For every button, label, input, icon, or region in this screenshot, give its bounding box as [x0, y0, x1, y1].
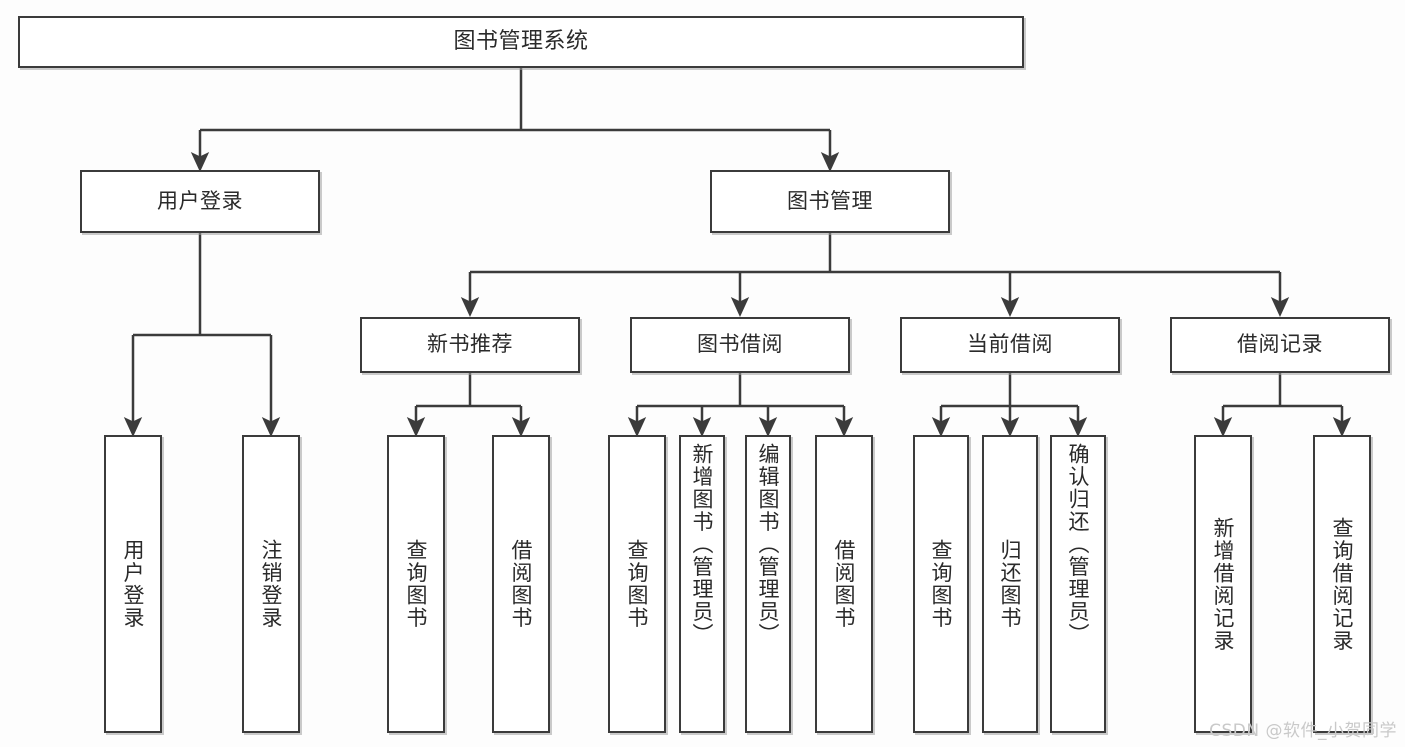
node-root[interactable]: 图书管理系统 — [18, 16, 1024, 68]
leaf-query-book-borrow-label: 查询图书 — [625, 539, 650, 629]
node-root-label: 图书管理系统 — [453, 28, 589, 54]
leaf-add-borrow-record[interactable]: 新增借阅记录 — [1194, 435, 1252, 733]
leaf-return-book-label: 归还图书 — [998, 539, 1023, 629]
leaf-borrow-book-newbook[interactable]: 借阅图书 — [492, 435, 550, 733]
node-book-manage[interactable]: 图书管理 — [710, 170, 950, 233]
node-new-book-recommend[interactable]: 新书推荐 — [360, 317, 580, 373]
leaf-add-borrow-record-label: 新增借阅记录 — [1211, 516, 1236, 652]
node-user-login[interactable]: 用户登录 — [80, 170, 320, 233]
leaf-query-book-current-label: 查询图书 — [929, 539, 954, 629]
node-user-login-label: 用户登录 — [157, 188, 243, 213]
leaf-edit-book-admin[interactable]: 编辑图书（管理员） — [745, 435, 791, 733]
leaf-edit-book-admin-label: 编辑图书（管理员） — [756, 443, 781, 646]
node-borrow-record-label: 借阅记录 — [1237, 332, 1323, 357]
leaf-confirm-return-admin-label: 确认归还（管理员） — [1066, 443, 1091, 646]
node-borrow-record[interactable]: 借阅记录 — [1170, 317, 1390, 373]
leaf-logout-label: 注销登录 — [259, 539, 284, 629]
leaf-user-login-label: 用户登录 — [121, 539, 146, 629]
leaf-user-login[interactable]: 用户登录 — [104, 435, 162, 733]
leaf-borrow-book[interactable]: 借阅图书 — [815, 435, 873, 733]
leaf-query-book-borrow[interactable]: 查询图书 — [608, 435, 666, 733]
leaf-confirm-return-admin[interactable]: 确认归还（管理员） — [1050, 435, 1106, 733]
leaf-query-book-current[interactable]: 查询图书 — [913, 435, 969, 733]
leaf-borrow-book-newbook-label: 借阅图书 — [509, 539, 534, 629]
node-book-borrow-label: 图书借阅 — [697, 332, 783, 357]
leaf-query-book-newbook-label: 查询图书 — [404, 539, 429, 629]
leaf-query-book-newbook[interactable]: 查询图书 — [387, 435, 445, 733]
leaf-add-book-admin[interactable]: 新增图书（管理员） — [679, 435, 725, 733]
leaf-logout[interactable]: 注销登录 — [242, 435, 300, 733]
watermark: CSDN @软件_小贺同学 — [1209, 721, 1397, 741]
node-book-borrow[interactable]: 图书借阅 — [630, 317, 850, 373]
node-new-book-recommend-label: 新书推荐 — [427, 332, 513, 357]
leaf-return-book[interactable]: 归还图书 — [982, 435, 1038, 733]
leaf-query-borrow-record-label: 查询借阅记录 — [1330, 516, 1355, 652]
leaf-borrow-book-label: 借阅图书 — [832, 539, 857, 629]
node-current-borrow[interactable]: 当前借阅 — [900, 317, 1120, 373]
node-current-borrow-label: 当前借阅 — [967, 332, 1053, 357]
leaf-query-borrow-record[interactable]: 查询借阅记录 — [1313, 435, 1371, 733]
leaf-add-book-admin-label: 新增图书（管理员） — [690, 443, 715, 646]
node-book-manage-label: 图书管理 — [787, 188, 873, 213]
